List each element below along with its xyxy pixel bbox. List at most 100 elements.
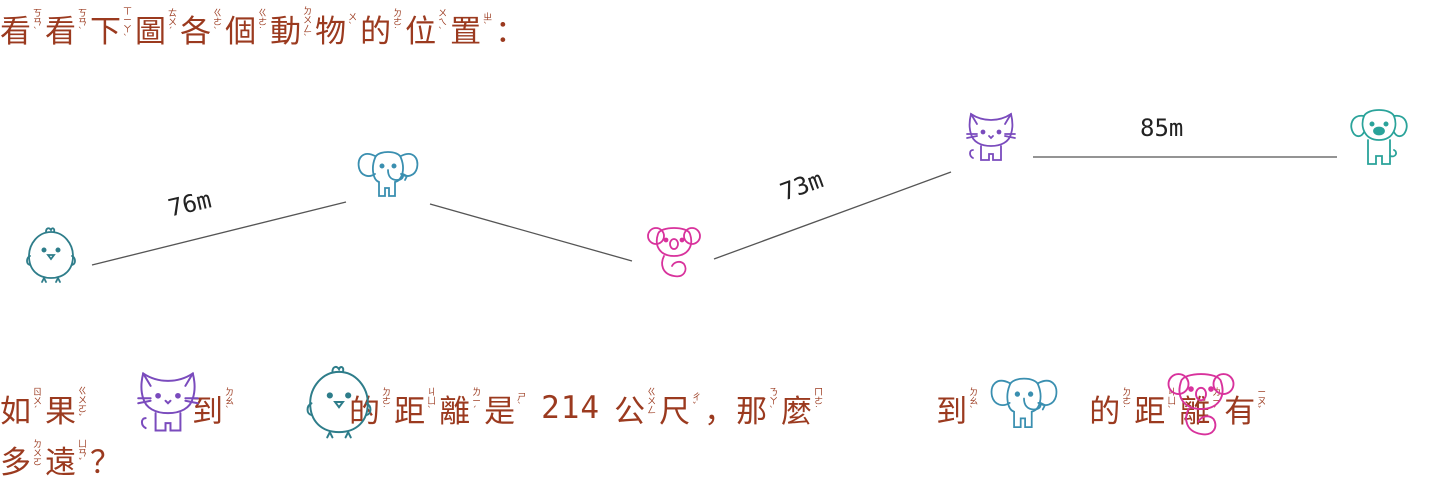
elephant-icon bbox=[990, 377, 1058, 429]
zhuyin-symbol: ˙ bbox=[382, 406, 388, 416]
zh-char: 看 bbox=[45, 14, 78, 50]
zhuyin-symbol: ㄎ bbox=[33, 8, 44, 19]
zh-char: 圖 bbox=[135, 14, 168, 50]
zhuyin-symbol: ˇ bbox=[1257, 406, 1263, 416]
zhuyin-symbol: ˊ bbox=[168, 26, 174, 37]
cat-icon bbox=[137, 371, 199, 432]
zh-char: 動 bbox=[270, 14, 303, 50]
zhuyin-symbol: ㄩ bbox=[427, 397, 438, 407]
zh-char: 距 bbox=[1134, 393, 1167, 430]
zh-char: 的 bbox=[360, 14, 393, 50]
zhuyin-symbol: ˇ bbox=[78, 413, 84, 424]
zhuyin-symbol: ㄠ bbox=[969, 397, 980, 407]
distance-label-85: 85m bbox=[1140, 114, 1184, 142]
zhuyin: ㄉㄨㄛ bbox=[33, 437, 43, 469]
zhuyin-symbol: ㄜ bbox=[814, 397, 825, 407]
zhuyin-symbol: ˊ bbox=[472, 406, 478, 416]
zhuyin-symbol: ㄜ bbox=[213, 17, 224, 28]
zhuyin-symbol: ˇ bbox=[692, 401, 698, 412]
zhuyin-symbol: ㄥ bbox=[303, 25, 314, 35]
zhuyin-symbol: ㄜ bbox=[258, 17, 269, 28]
zhuyin-symbol: ㄧ bbox=[123, 16, 134, 26]
elephant-icon bbox=[357, 151, 419, 197]
zhuyin-symbol: ㄩ bbox=[1167, 397, 1178, 407]
koala-icon bbox=[647, 227, 701, 278]
zhuyin-symbol: ㄨ bbox=[647, 397, 658, 407]
zhuyin-symbol: ˙ bbox=[1122, 406, 1128, 416]
zhuyin-symbol: ㄐ bbox=[1167, 388, 1178, 398]
zhuyin-symbol: ˙ bbox=[258, 26, 264, 37]
zhuyin-symbol: ˋ bbox=[1167, 406, 1173, 416]
zhuyin-symbol: ㄍ bbox=[213, 8, 224, 19]
zh-char: ？ bbox=[90, 445, 123, 481]
zhuyin-symbol: ㄒ bbox=[123, 7, 134, 17]
zhuyin-symbol: ㄋ bbox=[769, 388, 780, 398]
zh-char: 的 bbox=[1089, 393, 1122, 430]
zhuyin-symbol: ㄡ bbox=[1257, 397, 1268, 407]
zhuyin-symbol: ˙ bbox=[393, 26, 399, 37]
zhuyin: ㄍㄜ˙ bbox=[258, 6, 268, 38]
zh-char: 個 bbox=[225, 14, 258, 50]
zhuyin-symbol: ㄜ bbox=[382, 397, 393, 407]
zhuyin-symbol: ˋ bbox=[483, 22, 489, 32]
zhuyin: ㄉㄜ˙ bbox=[382, 386, 392, 418]
zh-char: 到 bbox=[936, 393, 969, 430]
zhuyin-symbol: ㄌ bbox=[1212, 388, 1223, 398]
line-chick-elephant bbox=[91, 201, 347, 266]
zhuyin-symbol: ㄚ bbox=[123, 25, 134, 35]
zhuyin-symbol: ㄍ bbox=[647, 388, 658, 398]
zhuyin-symbol: ㄧ bbox=[1212, 397, 1223, 407]
zhuyin-symbol: ㄌ bbox=[472, 388, 483, 398]
zhuyin-symbol: ㄢ bbox=[33, 17, 44, 28]
zhuyin-symbol: ㄨ bbox=[303, 16, 314, 26]
zhuyin-symbol: ㄧ bbox=[1257, 388, 1268, 398]
zhuyin-symbol: ㄢ bbox=[78, 448, 89, 459]
zhuyin-symbol: ㄛ bbox=[33, 457, 44, 468]
zhuyin: ㄉㄜ˙ bbox=[393, 6, 403, 38]
zh-char: 到 bbox=[192, 393, 225, 430]
zhuyin-symbol: ㄨ bbox=[33, 448, 44, 459]
zhuyin-symbol: ㄉ bbox=[382, 388, 393, 398]
zhuyin-symbol: ㄛ bbox=[78, 404, 89, 415]
zhuyin-symbol: ㄨ bbox=[33, 397, 44, 407]
line-elephant-koala bbox=[429, 203, 633, 262]
dog-icon bbox=[1350, 109, 1408, 165]
zhuyin-symbol: ㄧ bbox=[472, 397, 483, 407]
zh-char: 遠 bbox=[45, 445, 78, 481]
zhuyin-symbol: ㄨ bbox=[438, 8, 449, 19]
zhuyin: ㄉㄜ˙ bbox=[1122, 386, 1132, 418]
koala-icon bbox=[1167, 373, 1235, 436]
zhuyin-symbol: ˙ bbox=[814, 406, 820, 416]
zhuyin-symbol: ㄓ bbox=[483, 13, 494, 23]
zh-char: 的 bbox=[349, 393, 382, 430]
zh-char: 置 bbox=[450, 14, 483, 50]
zhuyin-symbol: ㄍ bbox=[78, 386, 89, 397]
zh-char: 多 bbox=[0, 445, 32, 481]
zhuyin-symbol: ㄉ bbox=[1122, 388, 1133, 398]
zhuyin-symbol: ㄉ bbox=[393, 8, 404, 19]
zh-char: 下 bbox=[90, 14, 123, 50]
zh-char: 物 bbox=[315, 14, 348, 50]
zhuyin-symbol: ㄠ bbox=[225, 397, 236, 407]
zhuyin-symbol: ㄨ bbox=[168, 17, 179, 28]
zh-char: 看 bbox=[0, 14, 32, 50]
zhuyin-symbol: ˋ bbox=[33, 26, 39, 37]
zhuyin-symbol: ˊ bbox=[33, 406, 39, 416]
zhuyin-symbol: ㄢ bbox=[78, 17, 89, 28]
zh-char: 如 bbox=[0, 393, 32, 430]
